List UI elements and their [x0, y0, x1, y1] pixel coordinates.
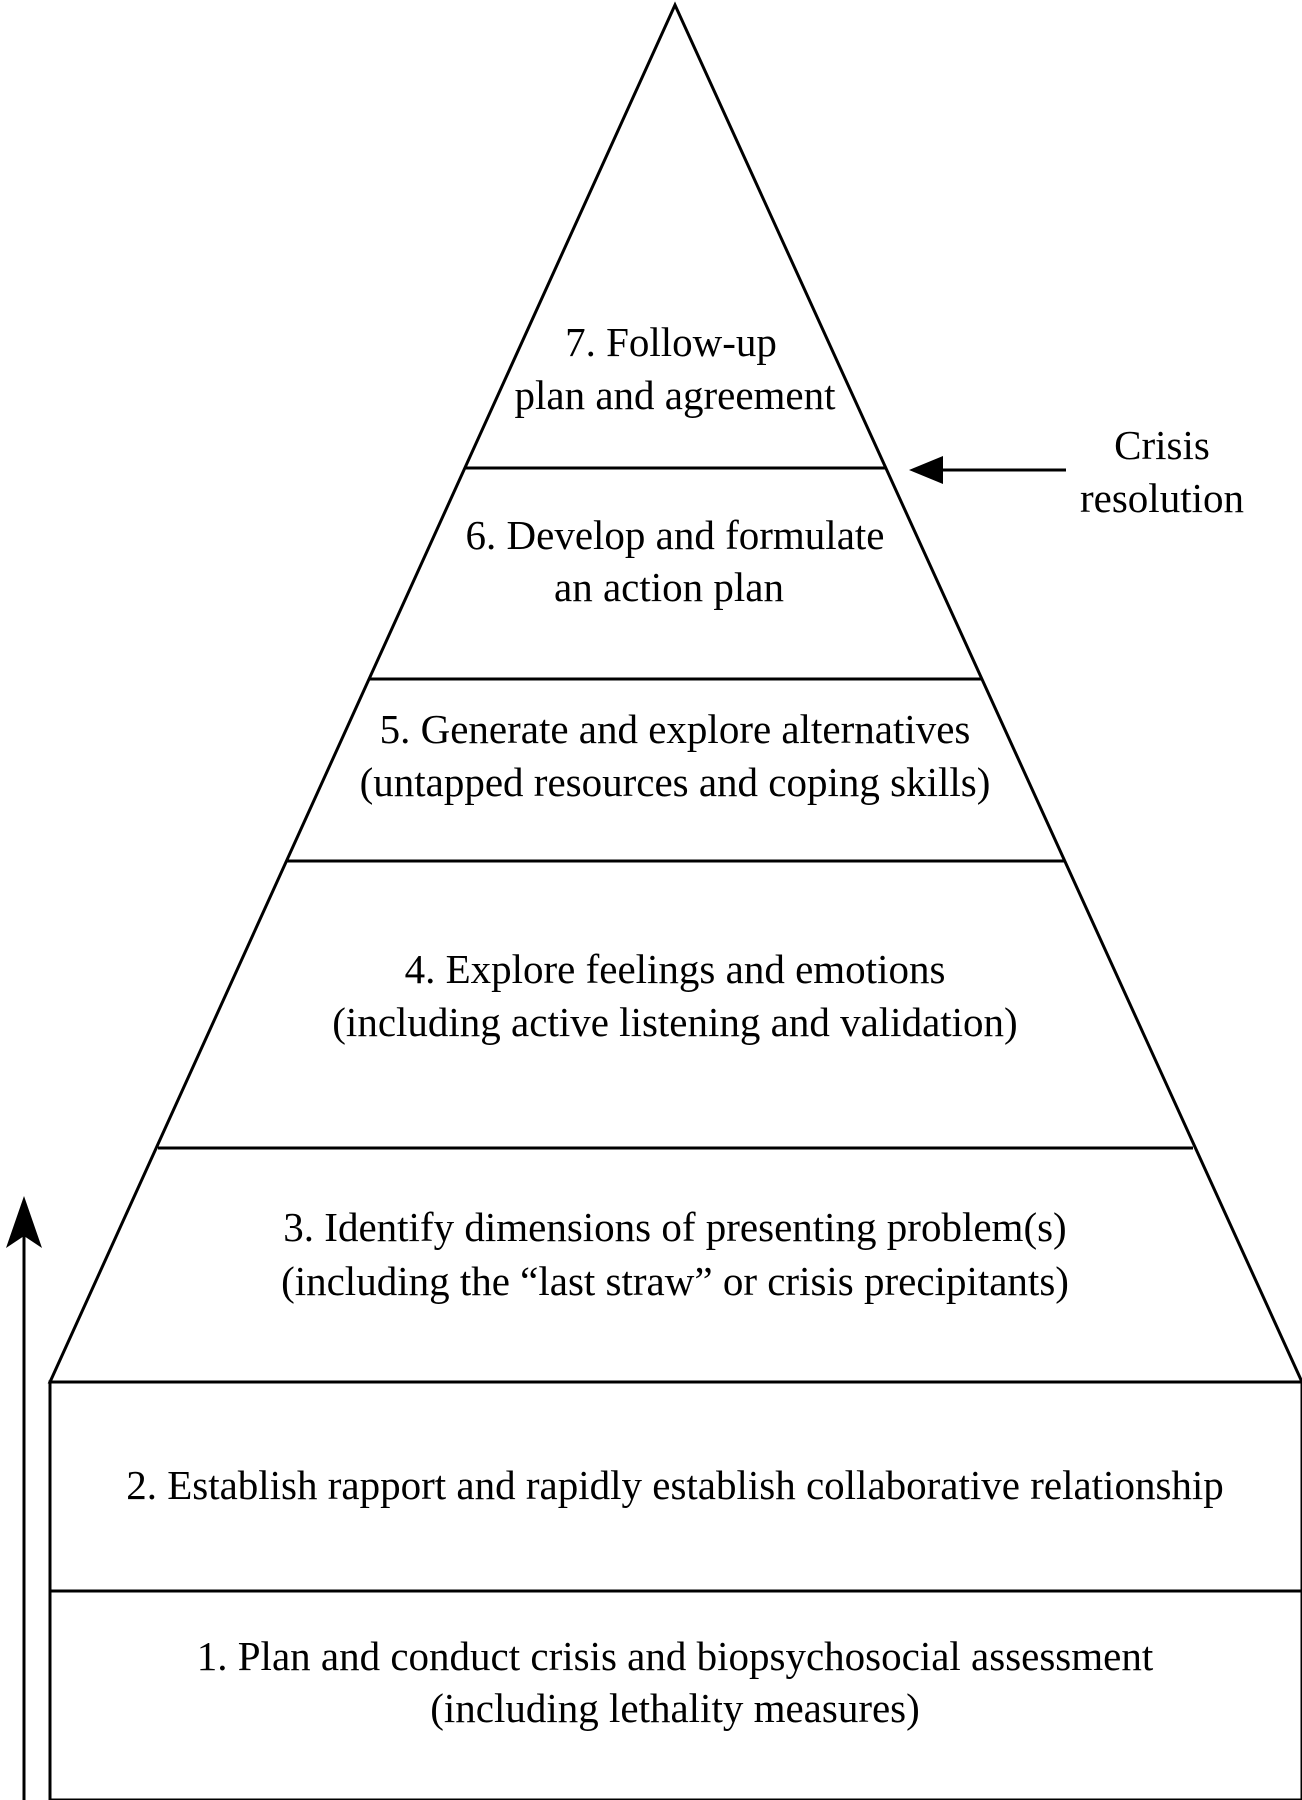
- crisis-resolution-arrowhead: [909, 456, 943, 484]
- step-7: 7. Follow-up plan and agreement: [514, 319, 836, 418]
- step-7-line2: plan and agreement: [514, 372, 836, 418]
- step-2-line1: 2. Establish rapport and rapidly establi…: [126, 1462, 1224, 1508]
- step-1-line1: 1. Plan and conduct crisis and biopsycho…: [197, 1633, 1154, 1679]
- crisis-resolution-annotation: Crisis resolution: [909, 422, 1244, 521]
- step-3: 3. Identify dimensions of presenting pro…: [281, 1204, 1069, 1304]
- step-1: 1. Plan and conduct crisis and biopsycho…: [197, 1633, 1154, 1731]
- step-3-line2: (including the “last straw” or crisis pr…: [281, 1258, 1069, 1304]
- step-3-line1: 3. Identify dimensions of presenting pro…: [283, 1204, 1066, 1250]
- pyramid-outline: [47, 1, 1302, 1384]
- step-5-line1: 5. Generate and explore alternatives: [380, 706, 971, 752]
- step-6-line2: an action plan: [554, 564, 784, 610]
- step-7-line1: 7. Follow-up: [565, 319, 777, 365]
- crisis-resolution-line2: resolution: [1080, 475, 1244, 521]
- step-4-line2: (including active listening and validati…: [332, 999, 1017, 1045]
- step-2: 2. Establish rapport and rapidly establi…: [126, 1462, 1224, 1508]
- step-4: 4. Explore feelings and emotions (includ…: [332, 946, 1017, 1045]
- progression-arrow: [6, 1196, 42, 1800]
- step-6-line1: 6. Develop and formulate: [466, 512, 885, 558]
- step-5-line2: (untapped resources and coping skills): [360, 759, 991, 805]
- crisis-resolution-line1: Crisis: [1114, 422, 1210, 468]
- step-6: 6. Develop and formulate an action plan: [466, 512, 885, 610]
- progression-arrowhead: [6, 1196, 42, 1248]
- step-1-line2: (including lethality measures): [430, 1685, 920, 1731]
- step-4-line1: 4. Explore feelings and emotions: [405, 946, 946, 992]
- step-5: 5. Generate and explore alternatives (un…: [360, 706, 991, 805]
